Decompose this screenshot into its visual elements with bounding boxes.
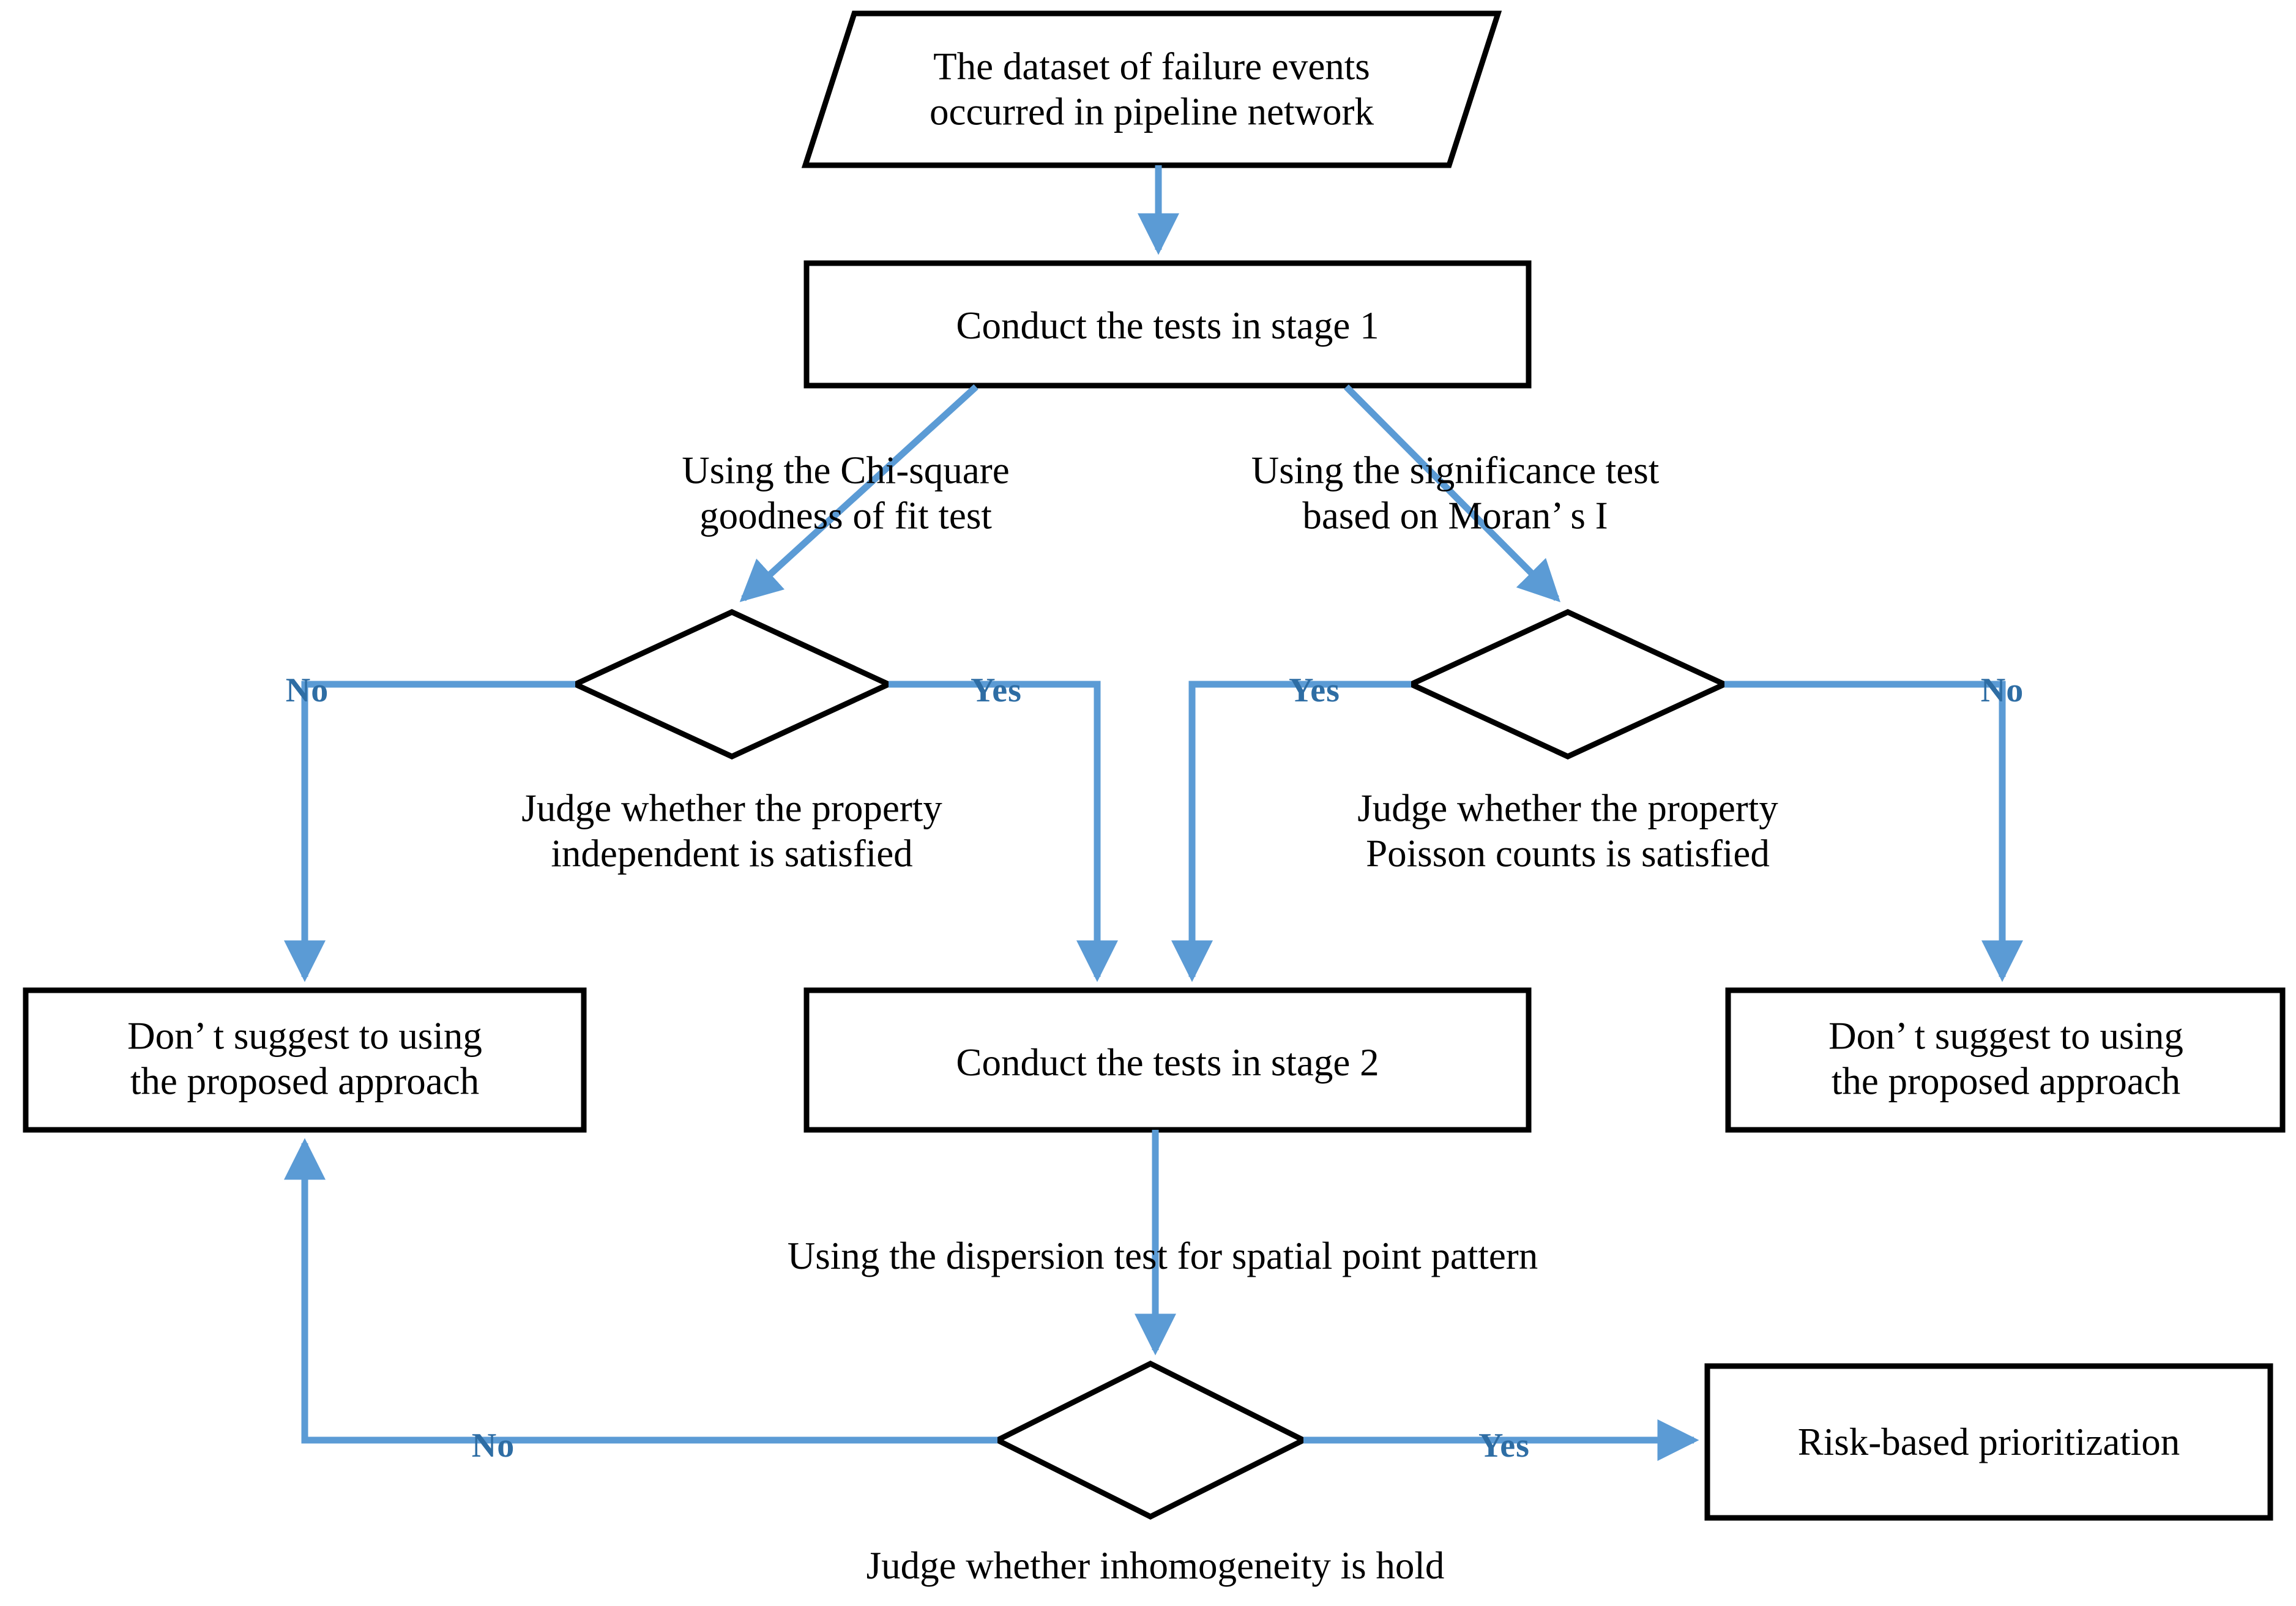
edge-note-dispersion: Using the dispersion test for spatial po…: [787, 1234, 1538, 1277]
node-stage2-label: Conduct the tests in stage 2: [956, 1040, 1379, 1084]
node-reject-left-label: Don’ t suggest to using the proposed app…: [127, 1014, 482, 1103]
branch-label-independent-no: No: [285, 671, 329, 709]
decision-independent-shape: [568, 609, 895, 760]
edge-independent-no-to-reject-left: [283, 681, 575, 982]
edge-poisson-yes-to-stage2: [1171, 681, 1411, 982]
edge-stage1-to-poisson: [1344, 384, 1561, 603]
node-reject-right-shape: [1725, 987, 2286, 1133]
node-stage1-label: Conduct the tests in stage 1: [956, 304, 1379, 347]
edge-poisson-no-to-reject-right: [1724, 681, 2024, 982]
node-risk-priority-shape: [1704, 1363, 2273, 1521]
node-stage1-shape: [803, 260, 1532, 389]
branch-label-inhomogeneity-yes: Yes: [1478, 1426, 1530, 1465]
branch-label-poisson-no: No: [1980, 671, 2024, 709]
decision-poisson-shape: [1404, 609, 1731, 760]
node-stage2-shape: [803, 987, 1532, 1133]
branch-label-inhomogeneity-no: No: [471, 1426, 515, 1465]
node-risk-priority-label: Risk-based prioritization: [1797, 1420, 2180, 1463]
decision-inhomogeneity-label: Judge whether inhomogeneity is hold: [866, 1544, 1445, 1587]
node-dataset-shape: [801, 10, 1502, 168]
edge-independent-yes-to-stage2: [889, 681, 1119, 982]
edge-stage1-to-independent: [739, 384, 978, 602]
edge-note-chi-square: Using the Chi-square goodness of fit tes…: [682, 449, 1010, 537]
node-reject-left-shape: [23, 987, 587, 1133]
branch-label-independent-yes: Yes: [971, 671, 1022, 709]
decision-poisson-label: Judge whether the property Poisson count…: [1357, 786, 1778, 875]
decision-inhomogeneity-shape: [991, 1360, 1310, 1520]
edge-note-morans-i: Using the significance test based on Mor…: [1251, 449, 1660, 537]
branch-label-poisson-yes: Yes: [1289, 671, 1340, 709]
node-reject-right-label: Don’ t suggest to using the proposed app…: [1828, 1014, 2183, 1103]
node-dataset-label: The dataset of failure events occurred i…: [930, 45, 1374, 133]
decision-independent-label: Judge whether the property independent i…: [521, 786, 942, 875]
edge-inhomogeneity-no-to-reject-left: [283, 1138, 997, 1444]
